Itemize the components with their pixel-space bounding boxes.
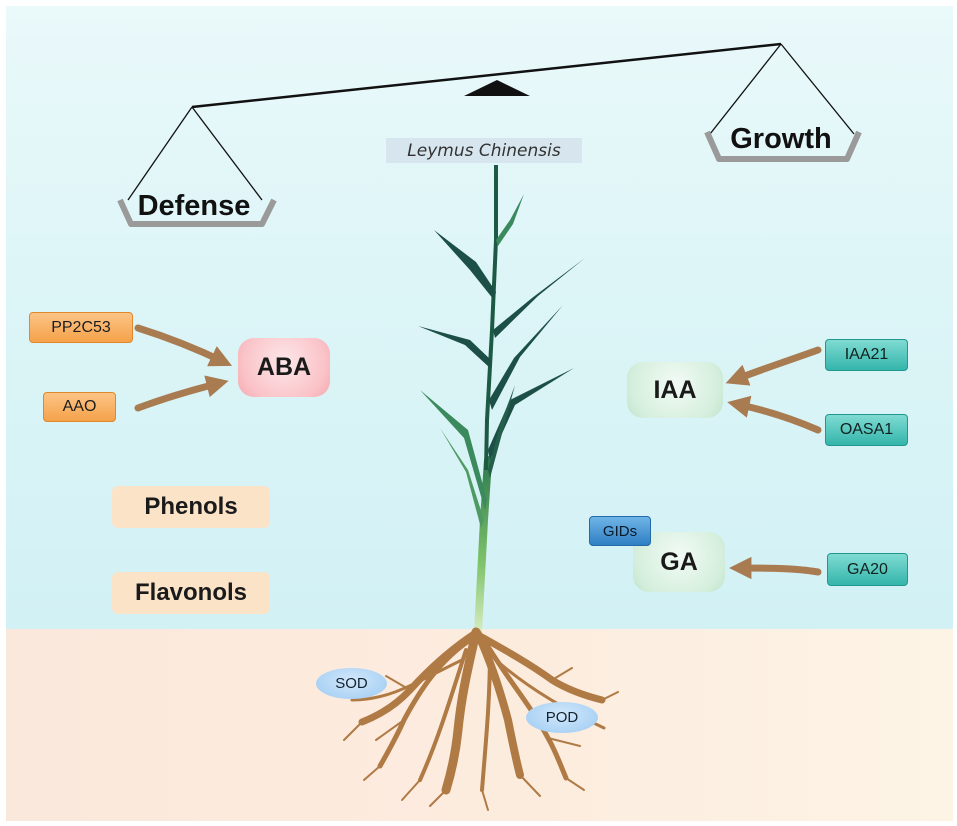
iaa21-box: IAA21 <box>825 339 908 371</box>
arrow-ga20-to-ga <box>729 556 822 580</box>
arrows <box>134 324 822 580</box>
left-string-2 <box>191 106 263 201</box>
stem-upper <box>484 165 498 471</box>
balance-scale <box>117 42 862 227</box>
leymus-plant <box>418 165 585 636</box>
leaf <box>418 326 491 368</box>
species-label: Leymus Chinensis <box>386 138 582 163</box>
arrow-iaa21-to-iaa <box>725 346 822 386</box>
flavonols-label: Flavonols <box>112 572 270 614</box>
balance-fulcrum <box>464 80 530 96</box>
oasa1-box: OASA1 <box>825 414 908 446</box>
leaf <box>488 385 515 478</box>
growth-pan-label: Growth <box>730 122 832 155</box>
sod-label: SOD <box>316 668 387 699</box>
gids-box: GIDs <box>589 516 651 546</box>
root-system <box>343 627 619 811</box>
balance-beam <box>191 42 782 109</box>
pod-label: POD <box>526 702 598 733</box>
aba-hormone: ABA <box>238 338 330 397</box>
arrow-oasa1-to-iaa <box>727 395 822 434</box>
aao-box: AAO <box>43 392 116 422</box>
phenols-label: Phenols <box>112 486 270 528</box>
leaf <box>493 258 585 338</box>
ga20-box: GA20 <box>827 553 908 586</box>
soil-background <box>6 629 953 821</box>
arrow-pp2c53-to-aba <box>134 324 233 367</box>
leaf <box>489 305 563 410</box>
leaf <box>440 428 484 528</box>
leaf <box>496 194 524 246</box>
right-string-2 <box>780 43 855 135</box>
right-string-1 <box>709 43 782 135</box>
leaf <box>434 230 496 300</box>
pp2c53-box: PP2C53 <box>29 312 133 343</box>
right-pan <box>704 130 862 162</box>
left-string-1 <box>127 106 193 201</box>
arrow-aao-to-aba <box>134 375 229 412</box>
iaa-hormone: IAA <box>627 362 723 418</box>
left-pan <box>117 198 277 227</box>
defense-pan-label: Defense <box>137 189 251 222</box>
